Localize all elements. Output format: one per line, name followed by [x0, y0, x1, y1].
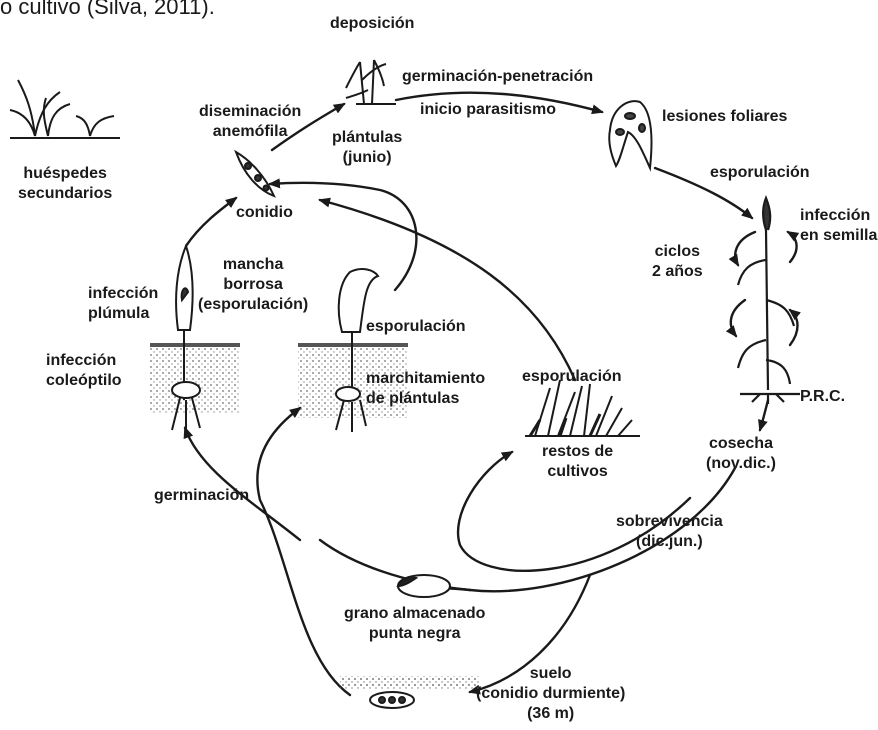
arrow-cycle-1: [735, 232, 755, 265]
label-restos-cultivos: restos de cultivos: [542, 442, 613, 482]
arrow-cycle-3: [731, 300, 745, 336]
label-huespedes: huéspedes secundarios: [18, 164, 112, 204]
leaf-lesions-icon: [609, 101, 651, 168]
arrow-cycle-4: [790, 310, 798, 345]
label-grano: grano almacenado punta negra: [344, 604, 485, 644]
arrow-cycle-2: [788, 232, 797, 262]
label-conidio: conidio: [236, 203, 293, 223]
dormant-conidium-icon: [370, 692, 414, 708]
label-cosecha: cosecha (nov.dic.): [706, 434, 776, 474]
label-germinacion: germinación: [154, 486, 249, 506]
label-marchitamiento: marchitamiento de plántulas: [366, 369, 485, 409]
label-mancha-borrosa: mancha borrosa (esporulación): [198, 255, 308, 315]
stored-grain-icon: [398, 575, 450, 597]
label-germinacion-penetracion: germinación-penetración: [402, 67, 593, 87]
secondary-hosts-icon: [10, 80, 120, 138]
label-sobrevivencia: sobrevivencia (dic.jun.): [616, 512, 723, 552]
label-suelo: suelo (conidio durmiente) (36 m): [476, 664, 625, 724]
label-infeccion-semilla: infección en semilla: [800, 206, 877, 246]
crop-debris-icon: [525, 380, 640, 436]
arrow-to-harvest: [760, 400, 768, 430]
label-esporulacion-top: esporulación: [710, 163, 810, 183]
mature-plant-icon: [738, 198, 800, 404]
soil-dormant: [340, 676, 480, 690]
caption-fragment: o cultivo (Silva, 2011).: [0, 0, 215, 20]
label-deposicion: deposición: [330, 14, 414, 34]
soil-left: [150, 343, 240, 413]
deposition-seedlings-icon: [346, 60, 396, 104]
label-inicio-parasitismo: inicio parasitismo: [420, 100, 556, 120]
label-esporulacion-mid: esporulación: [366, 317, 466, 337]
label-diseminacion: diseminación anemófila: [199, 102, 301, 142]
arrow-germination: [185, 428, 300, 540]
arrow-plumula-to-conidio: [186, 198, 236, 246]
label-infeccion-coleoptilo: infección coleóptilo: [46, 351, 122, 391]
label-ciclos: ciclos 2 años: [652, 242, 703, 282]
label-plantulas-junio: plántulas (junio): [332, 128, 402, 168]
conidium-icon: [236, 152, 274, 196]
label-esporulacion-restos: esporulación: [522, 367, 622, 387]
label-lesiones-foliares: lesiones foliares: [662, 107, 787, 127]
label-prc: P.R.C.: [800, 387, 845, 407]
label-infeccion-plumula: infección plúmula: [88, 284, 158, 324]
